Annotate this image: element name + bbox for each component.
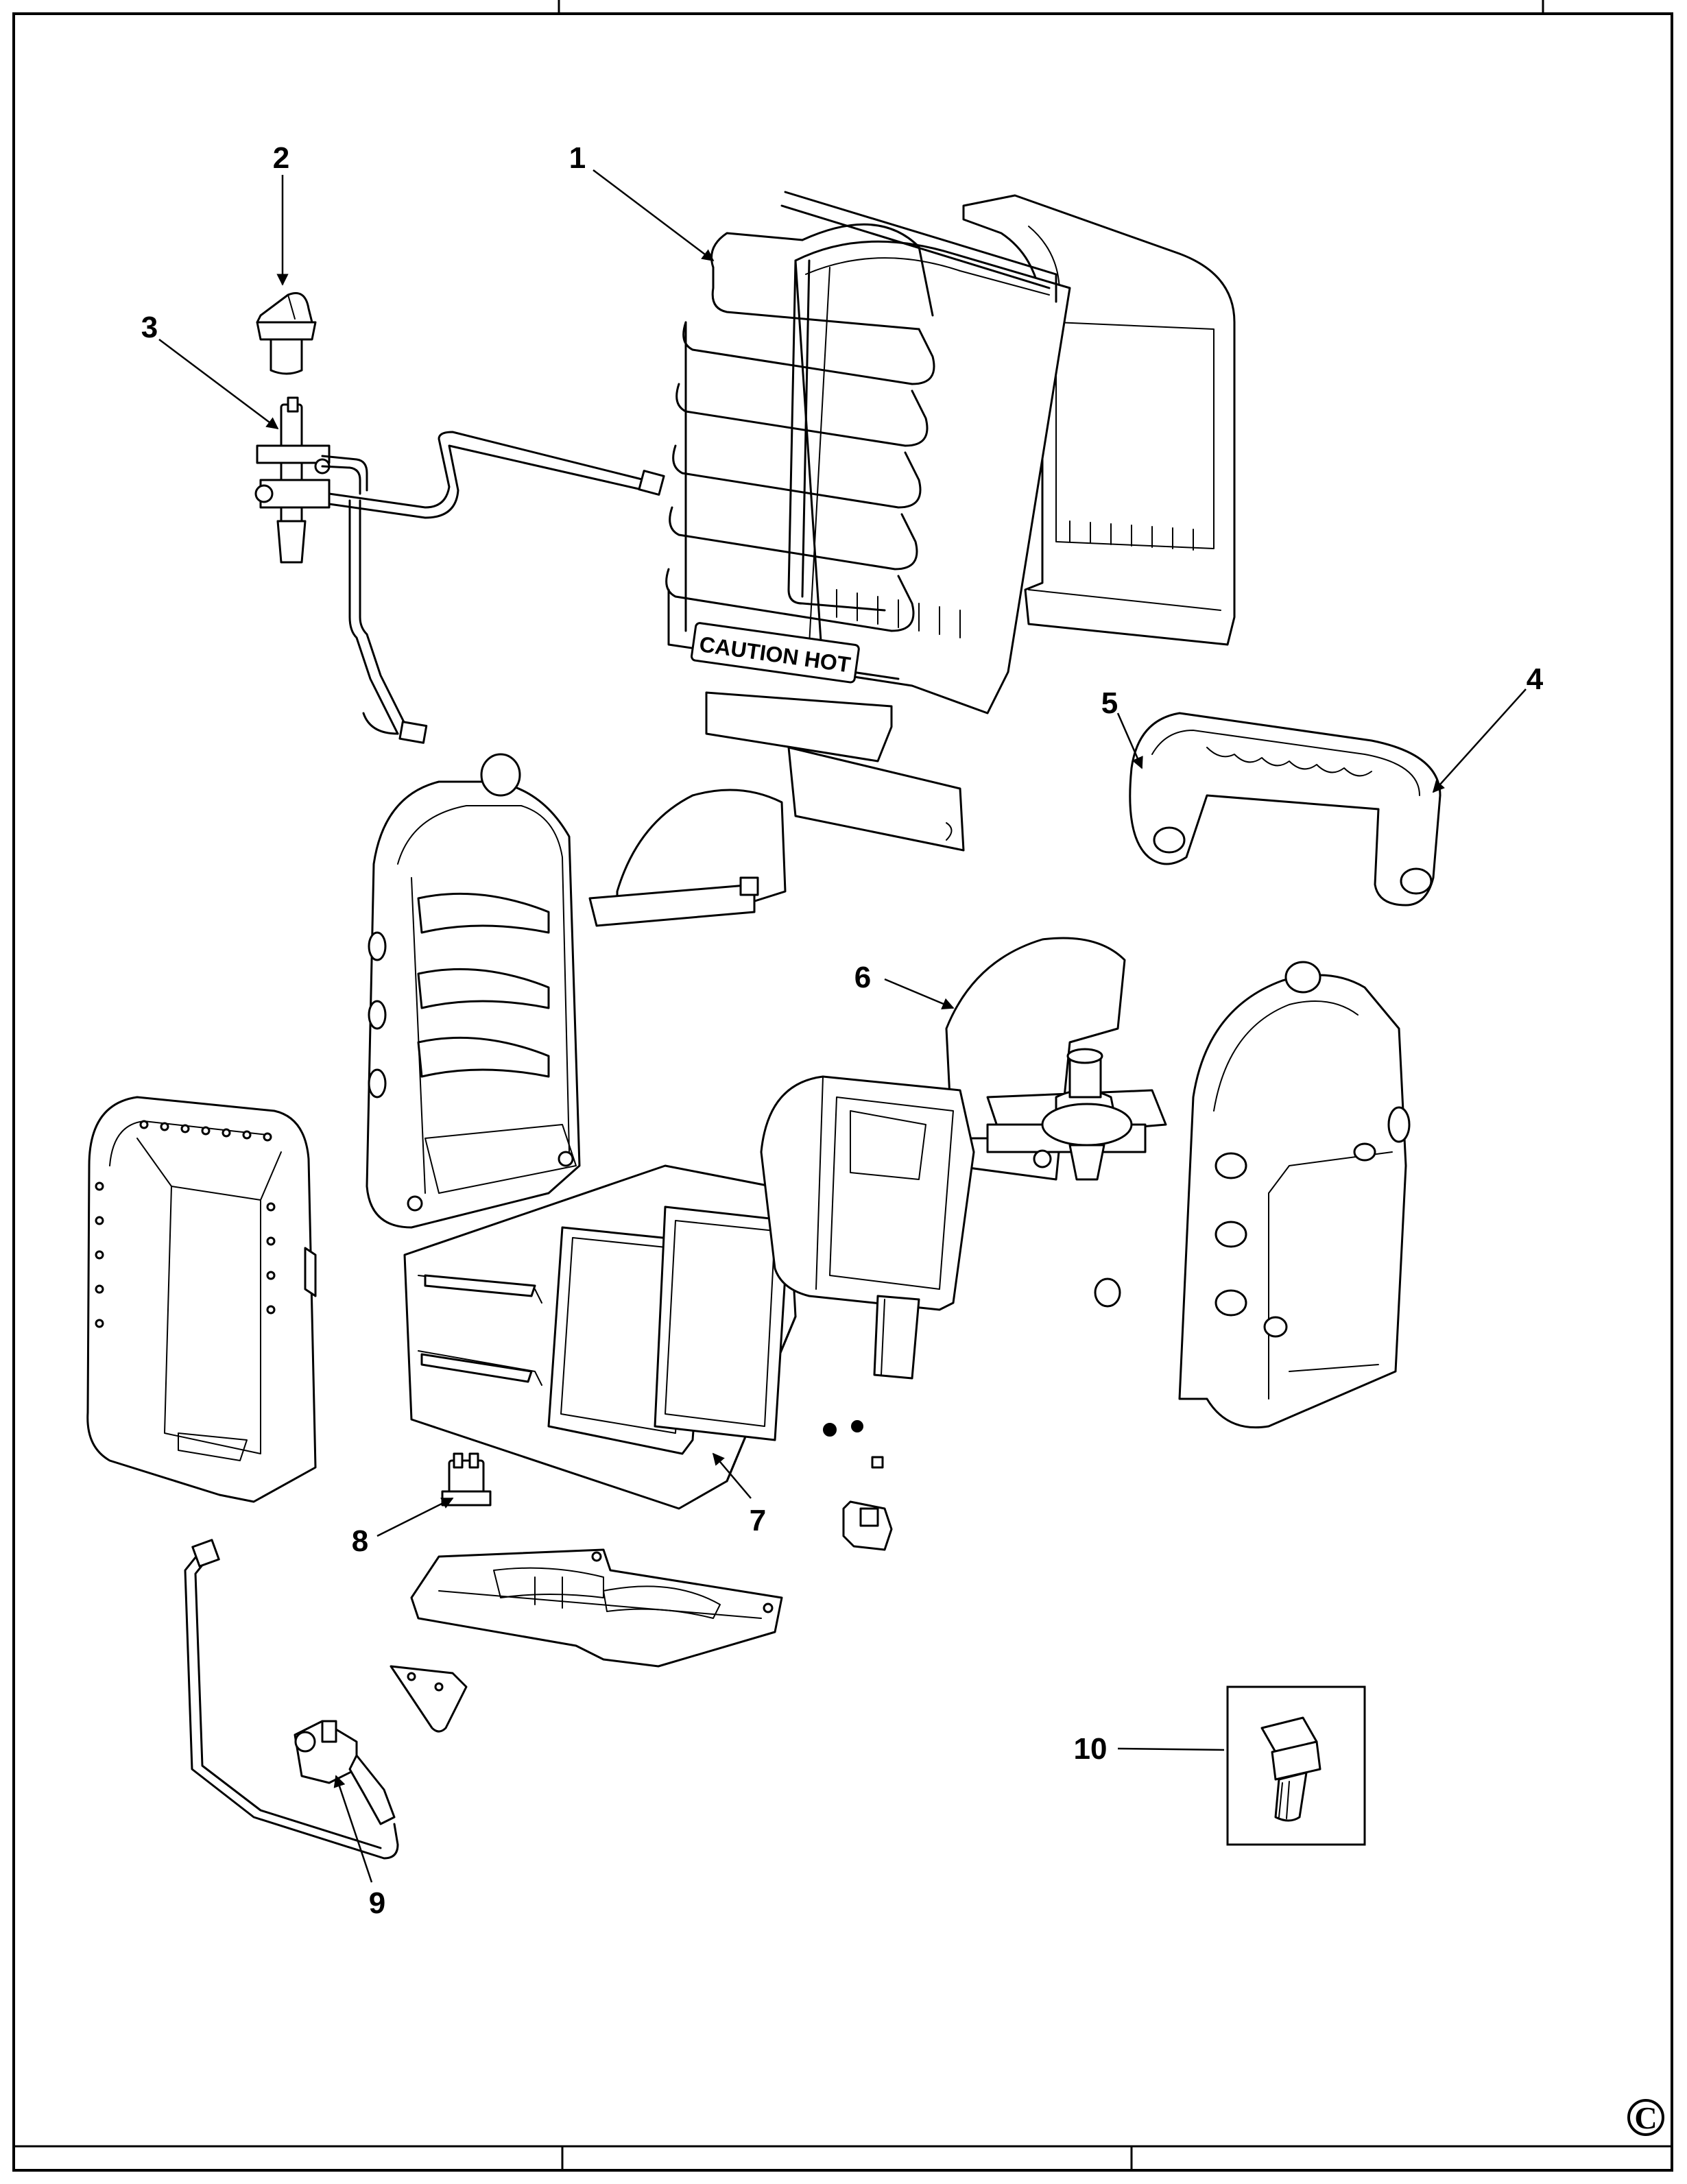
- copyright-mark: C: [1627, 2099, 1664, 2136]
- side-housing-left: [86, 1096, 317, 1503]
- pilot-assembly: [184, 1539, 399, 1860]
- callout-9: 9: [369, 1886, 385, 1920]
- callout-2: 2: [273, 141, 289, 175]
- mounting-bracket: [390, 1665, 468, 1733]
- combustion-chamber: [760, 1075, 975, 1469]
- front-grille-assembly: CAUTION HOT: [665, 191, 1236, 852]
- page-frame: [12, 0, 1673, 2172]
- fitting-detail-box: [1226, 1685, 1366, 1846]
- callout-8: 8: [352, 1524, 368, 1558]
- callout-6: 6: [854, 961, 871, 994]
- ignitor-bracket: [842, 1500, 893, 1551]
- copyright-letter: C: [1634, 2100, 1657, 2135]
- burner-tile-kit: [403, 1164, 797, 1510]
- callout-leaders: [158, 169, 1527, 1883]
- regulator-burner-assembly: [945, 937, 1167, 1181]
- callout-3: 3: [141, 311, 158, 344]
- burner-shield-plate: [588, 789, 787, 927]
- piezo-ignitor: [441, 1452, 492, 1507]
- callout-4: 4: [1527, 662, 1544, 696]
- side-housing-right: [1094, 961, 1411, 1429]
- callout-1: 1: [569, 141, 586, 175]
- callout-10: 10: [1074, 1732, 1108, 1766]
- callout-labels: 1 2 3 4 5 6 7 8 9 10: [141, 141, 1544, 1920]
- gas-valve-assembly: [254, 396, 665, 744]
- callout-5: 5: [1101, 686, 1118, 720]
- base-pan: [410, 1548, 783, 1668]
- control-knob: [256, 292, 317, 375]
- rear-housing: [366, 753, 581, 1229]
- callout-7: 7: [750, 1504, 766, 1537]
- carry-handle: [1129, 712, 1441, 907]
